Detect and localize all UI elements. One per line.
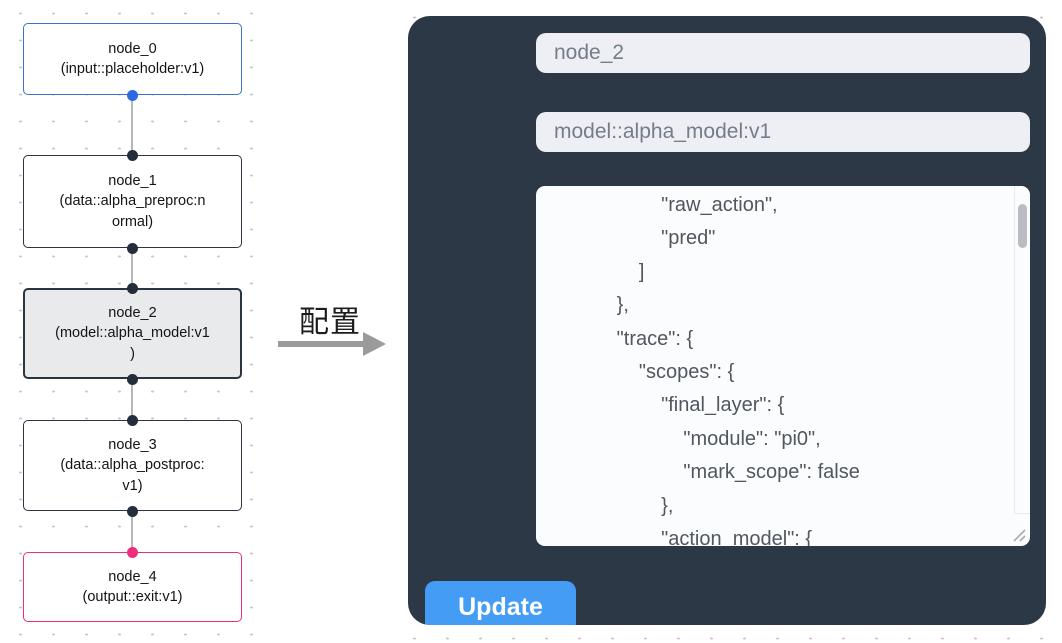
port-node4-in[interactable]	[126, 546, 138, 558]
update-button[interactable]: Update	[425, 581, 576, 625]
port-node3-in[interactable]	[126, 414, 138, 426]
flow-node-node_0[interactable]: node_0 (input::placeholder:v1)	[23, 23, 242, 95]
scrollbar-track[interactable]	[1014, 186, 1030, 514]
node-title: node_0	[108, 40, 157, 57]
flow-node-node_4[interactable]: node_4 (output::exit:v1)	[23, 552, 242, 622]
node-title: node_3	[108, 436, 157, 453]
node-subtitle: (model::alpha_model:v1 )	[55, 325, 210, 362]
edge-node3-node4	[131, 511, 133, 552]
node-subtitle: (input::placeholder:v1)	[60, 61, 205, 77]
resize-grip-icon[interactable]	[1010, 526, 1028, 544]
right-arrow-icon	[278, 341, 364, 347]
type-input[interactable]: model::alpha_model:v1	[536, 112, 1030, 152]
configure-annotation: 配置	[299, 306, 361, 339]
node-subtitle: (data::alpha_postproc: v1)	[60, 457, 205, 494]
port-node2-in[interactable]	[126, 282, 138, 294]
scrollbar-thumb[interactable]	[1017, 204, 1027, 248]
flow-node-node_3[interactable]: node_3 (data::alpha_postproc: v1)	[23, 420, 242, 511]
node-subtitle: (output::exit:v1)	[82, 589, 183, 605]
edge-node0-node1	[131, 95, 133, 155]
right-arrow-head-icon	[363, 332, 386, 356]
flow-node-node_1[interactable]: node_1 (data::alpha_preproc:n ormal)	[23, 155, 242, 248]
edge-node2-node3	[131, 379, 133, 420]
port-node0-out[interactable]	[126, 89, 138, 101]
port-node1-out[interactable]	[126, 242, 138, 254]
flow-node-node_2-selected[interactable]: node_2 (model::alpha_model:v1 )	[23, 288, 242, 379]
node-title: node_1	[108, 172, 157, 189]
config-json-text: "raw_action", "pred" ] }, "trace": { "sc…	[616, 194, 860, 546]
node-subtitle: (data::alpha_preproc:n ormal)	[59, 193, 206, 230]
config-textarea[interactable]: "raw_action", "pred" ] }, "trace": { "sc…	[536, 186, 1030, 546]
port-node1-in[interactable]	[126, 149, 138, 161]
port-node2-out[interactable]	[126, 373, 138, 385]
node-config-panel: ID node_2 type model::alpha_model:v1 con…	[408, 16, 1046, 625]
node-title: node_2	[108, 304, 157, 321]
id-input[interactable]: node_2	[536, 33, 1030, 73]
node-title: node_4	[108, 568, 157, 585]
port-node3-out[interactable]	[126, 505, 138, 517]
